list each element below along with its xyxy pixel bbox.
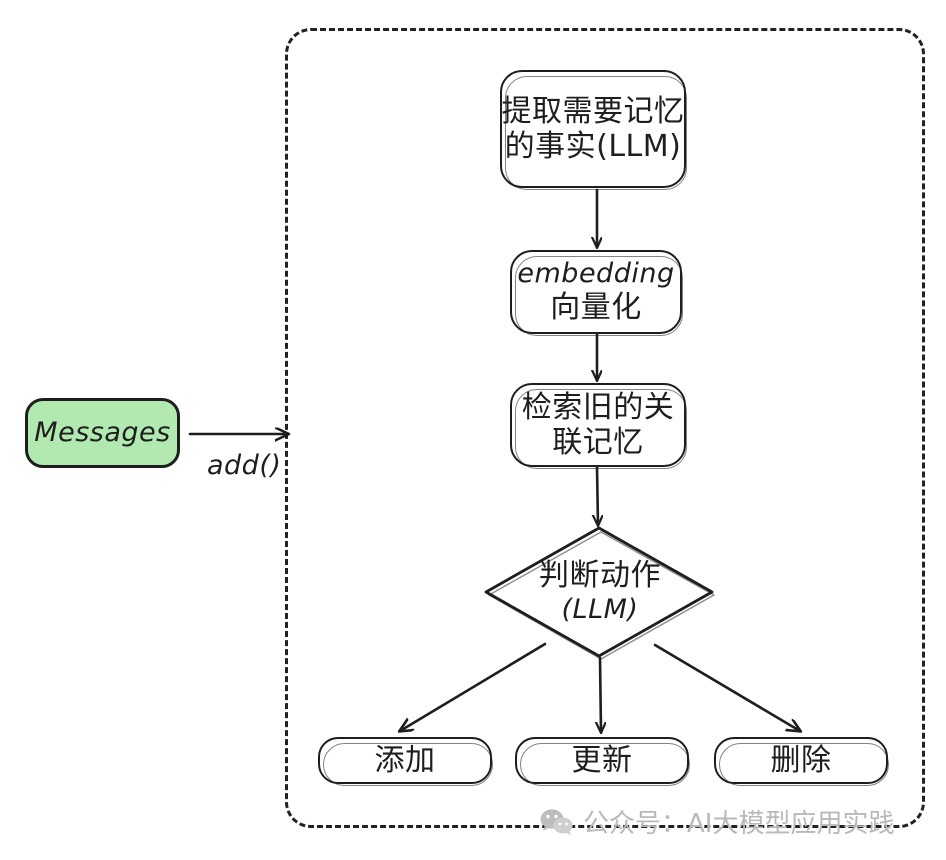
- node-embedding[interactable]: [510, 250, 683, 336]
- watermark: 公众号：AI大模型应用实践: [540, 803, 894, 840]
- node-add-action[interactable]: [318, 737, 493, 786]
- node-delete-action[interactable]: [714, 737, 889, 786]
- wechat-icon: [540, 808, 573, 835]
- decide-diamond-outline-sketch: [488, 531, 715, 660]
- watermark-text: 公众号：AI大模型应用实践: [583, 809, 895, 839]
- node-extract[interactable]: [500, 70, 687, 190]
- decide-diamond-outline: [484, 526, 714, 658]
- edge-label-add: add(): [207, 450, 282, 481]
- edge-retrieve-to-decide: [597, 465, 598, 525]
- node-update-action[interactable]: [515, 737, 690, 786]
- node-messages[interactable]: [25, 398, 180, 468]
- edge-decide-to-update: [600, 656, 601, 732]
- node-retrieve[interactable]: [510, 383, 687, 469]
- edge-decide-to-add: [400, 642, 547, 731]
- edge-decide-to-delete: [653, 643, 800, 731]
